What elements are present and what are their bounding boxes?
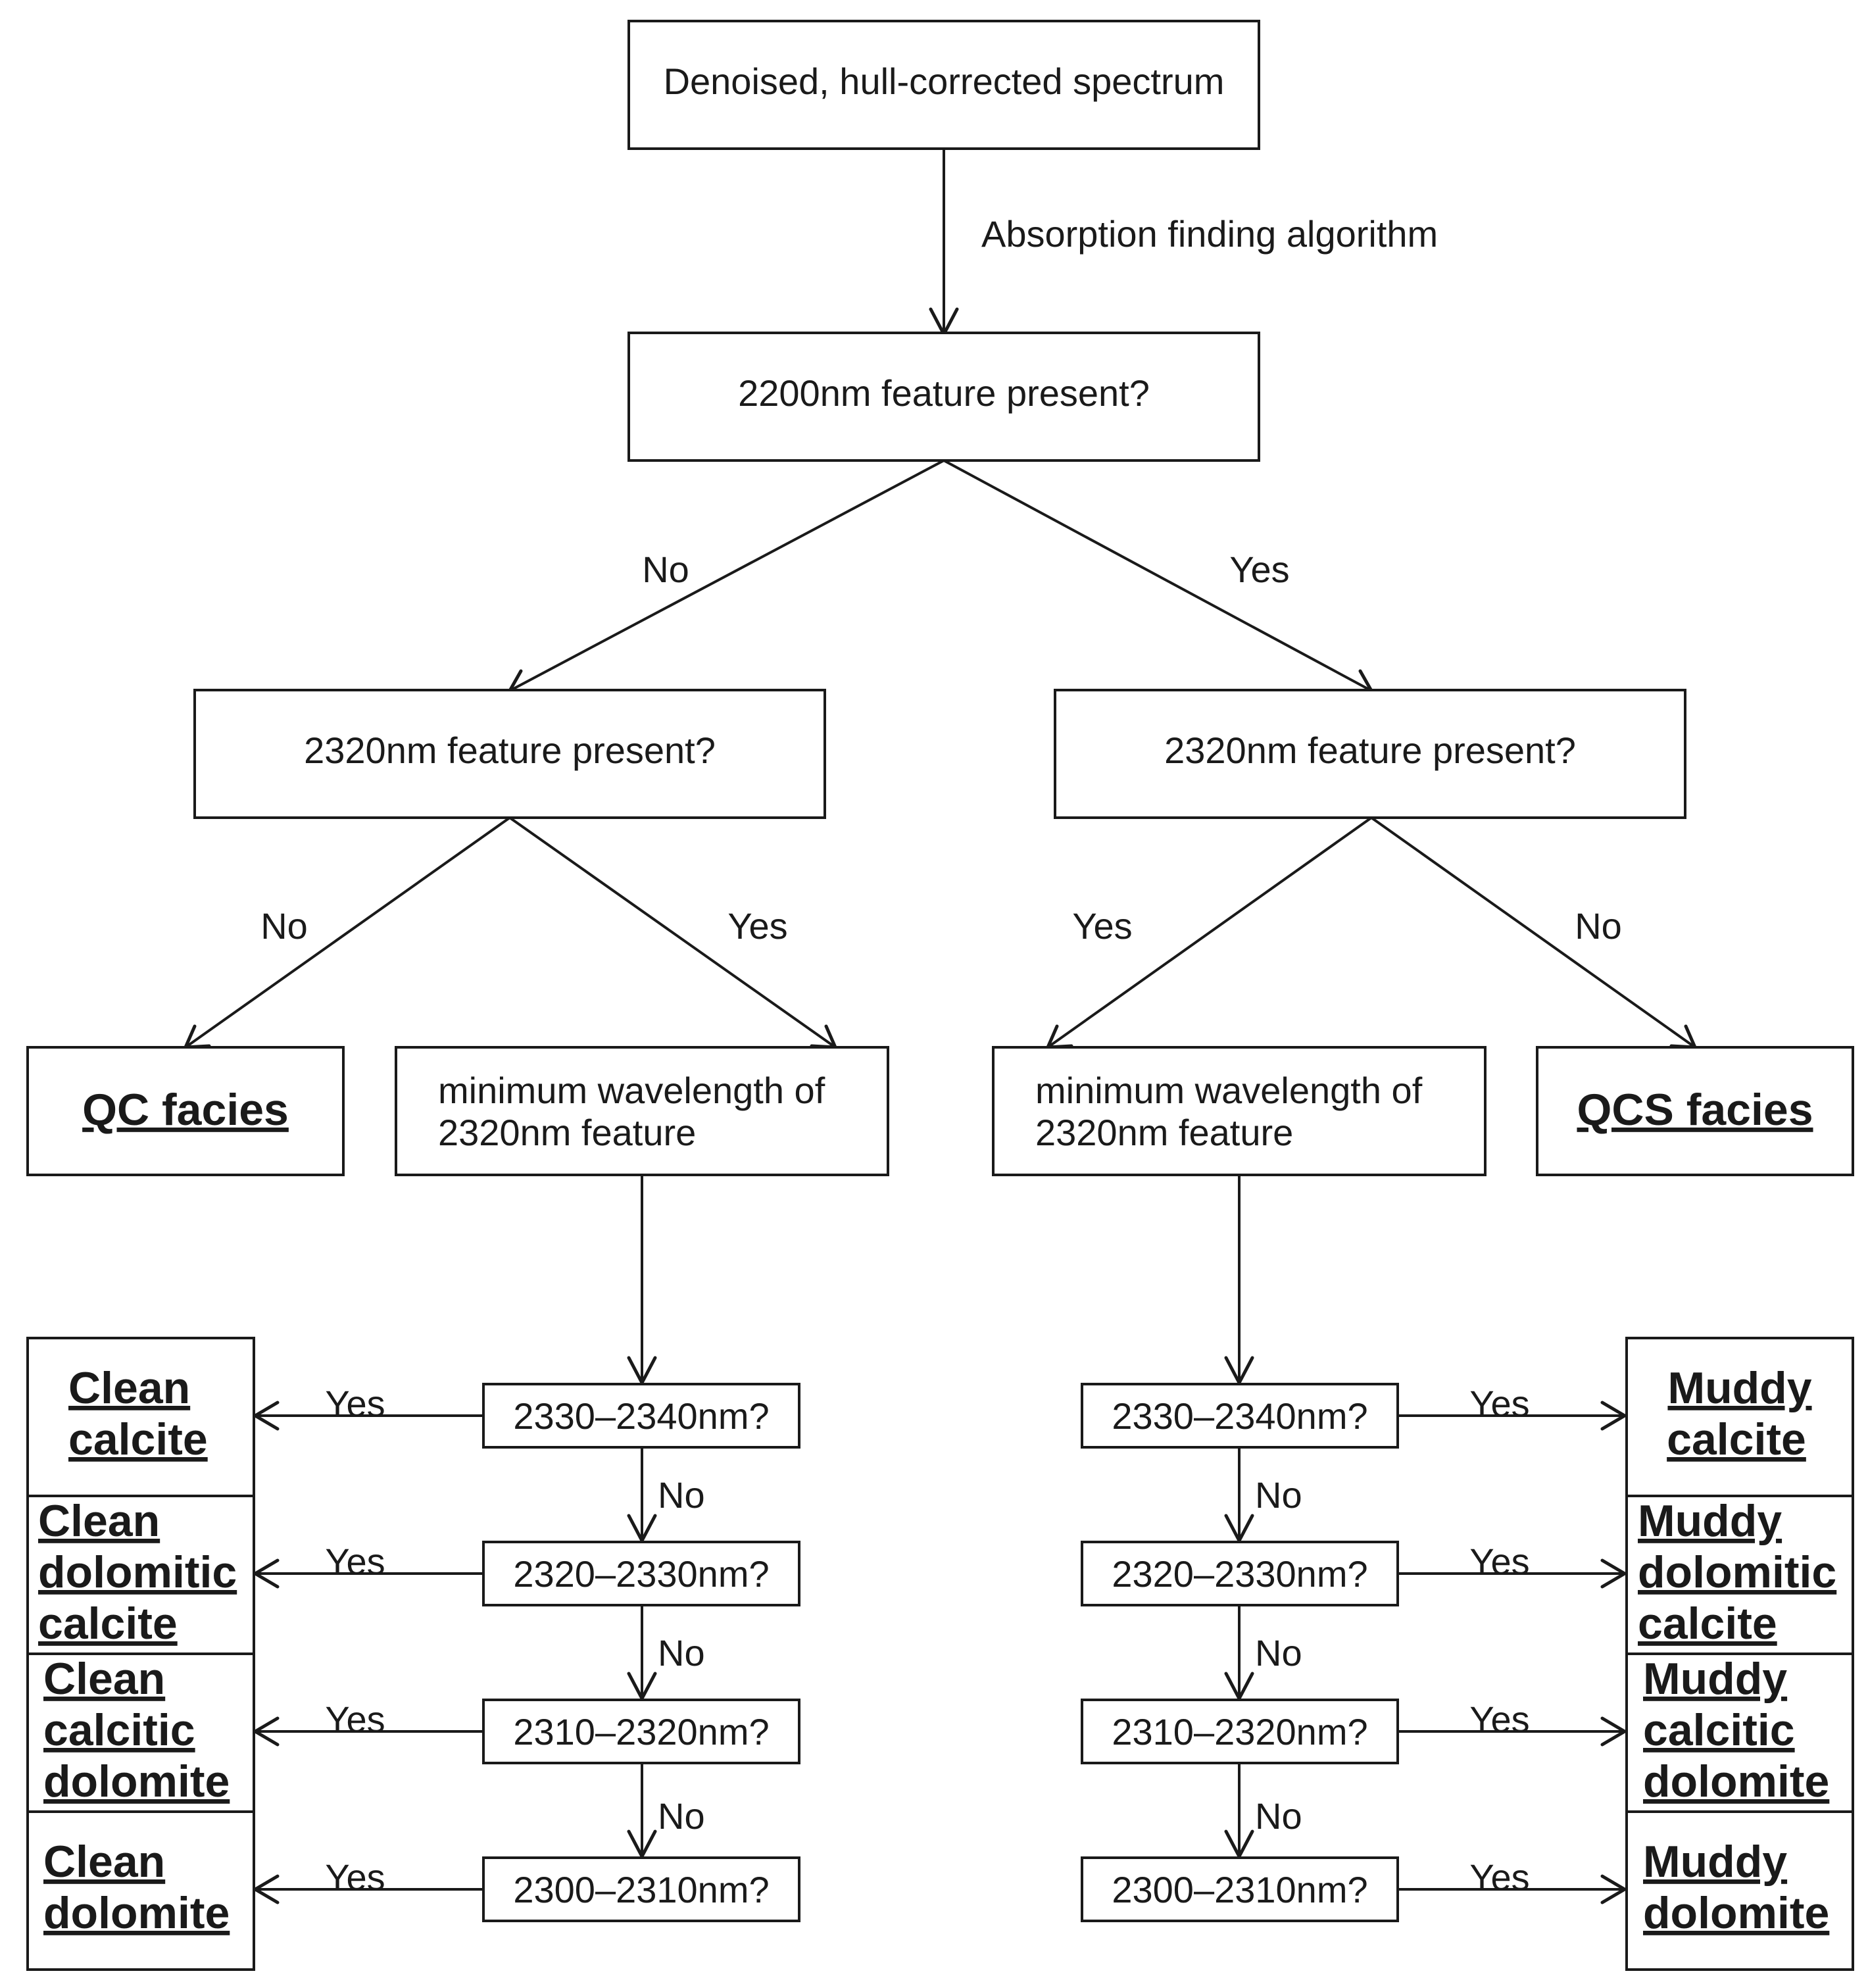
range-left-2: 2320–2330nm?	[513, 1553, 769, 1595]
range-right-2: 2320–2330nm?	[1112, 1553, 1367, 1595]
node-minwl-right	[992, 1046, 1487, 1176]
connectors	[184, 149, 1697, 1904]
clean-caldol-line2: calcitic	[43, 1705, 195, 1755]
qcs-facies-label: QCS facies	[1577, 1085, 1813, 1135]
label-left-yes-4: Yes	[325, 1856, 385, 1898]
clean-dolomite-line2: dolomite	[43, 1888, 230, 1938]
node-root	[627, 20, 1260, 150]
muddy-dolomite-line1: Muddy	[1643, 1837, 1787, 1887]
label-left-yes-3: Yes	[325, 1699, 385, 1740]
label-right-no: No	[1575, 905, 1622, 947]
label-right-no-2: No	[1255, 1632, 1302, 1674]
clean-dolomite-line1: Clean	[43, 1837, 165, 1887]
edge-left-no	[184, 816, 511, 1049]
range-right-4: 2300–2310nm?	[1112, 1869, 1367, 1910]
label-left-yes-2: Yes	[325, 1541, 385, 1582]
label-right-no-3: No	[1255, 1795, 1302, 1837]
arrowhead-muddy-2	[1600, 1558, 1627, 1589]
edge-2200-yes	[943, 459, 1372, 692]
node-text: Denoised, hull-corrected spectrum 2200nm…	[38, 61, 1836, 1938]
node-range-right-1	[1081, 1383, 1399, 1449]
node-range-left-1	[482, 1383, 800, 1449]
label-left-no-3: No	[658, 1795, 705, 1837]
clean-calcite-line1: Clean	[68, 1363, 190, 1413]
edge-left-yes	[508, 816, 837, 1049]
node-minwl-left	[395, 1046, 889, 1176]
clean-caldol-line1: Clean	[43, 1654, 165, 1704]
range-left-4: 2300–2310nm?	[513, 1869, 769, 1910]
clean-dolcal-line2: dolomitic	[38, 1547, 237, 1597]
node-range-left-3	[482, 1699, 800, 1764]
node-range-left-4	[482, 1856, 800, 1922]
clean-dolcal-line3: calcite	[38, 1599, 178, 1649]
label-left-no-1: No	[658, 1474, 705, 1516]
qc-facies-label: QC facies	[82, 1085, 289, 1135]
label-right-yes: Yes	[1072, 905, 1132, 947]
edge-right-yes	[1046, 816, 1373, 1049]
label-right-yes-3: Yes	[1469, 1699, 1529, 1740]
node-clean-dolomite	[26, 1810, 255, 1971]
node-2320-question-right	[1054, 689, 1686, 819]
minwl-right-line2: 2320nm feature	[1035, 1112, 1293, 1153]
muddy-caldol-line1: Muddy	[1643, 1654, 1787, 1704]
arrowhead-muddy-3	[1600, 1716, 1627, 1747]
muddy-caldol-line3: dolomite	[1643, 1756, 1829, 1806]
node-muddy-dolomite	[1625, 1810, 1854, 1971]
muddy-dolcal-line2: dolomitic	[1638, 1547, 1836, 1597]
muddy-calcite-line2: calcite	[1667, 1414, 1806, 1464]
clean-caldol-line3: dolomite	[43, 1756, 230, 1806]
label-left-no-2: No	[658, 1632, 705, 1674]
node-qcs-facies	[1536, 1046, 1854, 1176]
range-left-3: 2310–2320nm?	[513, 1711, 769, 1752]
node-range-right-4	[1081, 1856, 1399, 1922]
node-range-right-2	[1081, 1541, 1399, 1606]
label-right-yes-2: Yes	[1469, 1541, 1529, 1582]
range-left-1: 2330–2340nm?	[513, 1395, 769, 1437]
q2320-left-label: 2320nm feature present?	[304, 730, 716, 771]
muddy-caldol-line2: calcitic	[1643, 1705, 1795, 1755]
muddy-dolomite-line2: dolomite	[1643, 1888, 1829, 1938]
clean-dolcal-line1: Clean	[38, 1496, 160, 1546]
label-left-yes-1: Yes	[325, 1383, 385, 1424]
minwl-right-line1: minimum wavelength of	[1035, 1070, 1423, 1111]
label-2200-yes: Yes	[1229, 549, 1289, 590]
edge-labels: Absorption finding algorithm No Yes No Y…	[260, 213, 1622, 1898]
range-right-3: 2310–2320nm?	[1112, 1711, 1367, 1752]
label-2200-no: No	[642, 549, 689, 590]
label-algorithm: Absorption finding algorithm	[981, 213, 1438, 255]
muddy-dolcal-line1: Muddy	[1638, 1496, 1782, 1546]
label-left-no: No	[260, 905, 308, 947]
node-qc-facies	[26, 1046, 345, 1176]
muddy-calcite-line1: Muddy	[1667, 1363, 1811, 1413]
label-right-no-1: No	[1255, 1474, 1302, 1516]
node-range-left-2	[482, 1541, 800, 1606]
range-right-1: 2330–2340nm?	[1112, 1395, 1367, 1437]
minwl-left-line2: 2320nm feature	[438, 1112, 696, 1153]
minwl-left-line1: minimum wavelength of	[438, 1070, 825, 1111]
node-muddy-calcitic-dolomite	[1625, 1653, 1854, 1813]
edge-2200-no	[509, 459, 945, 692]
root-label: Denoised, hull-corrected spectrum	[664, 61, 1225, 102]
muddy-dolcal-line3: calcite	[1638, 1599, 1777, 1649]
node-2320-question-left	[193, 689, 826, 819]
arrowhead-muddy-1	[1600, 1401, 1627, 1431]
node-2200-question	[627, 332, 1260, 462]
q2200-label: 2200nm feature present?	[738, 372, 1150, 414]
boxes	[26, 20, 1854, 1971]
node-muddy-calcite	[1625, 1337, 1854, 1497]
label-left-yes: Yes	[727, 905, 787, 947]
arrowhead-muddy-4	[1600, 1874, 1627, 1904]
clean-calcite-line2: calcite	[68, 1414, 208, 1464]
edge-right-no	[1370, 816, 1696, 1049]
q2320-right-label: 2320nm feature present?	[1164, 730, 1576, 771]
label-right-yes-4: Yes	[1469, 1856, 1529, 1898]
node-range-right-3	[1081, 1699, 1399, 1764]
label-right-yes-1: Yes	[1469, 1383, 1529, 1424]
